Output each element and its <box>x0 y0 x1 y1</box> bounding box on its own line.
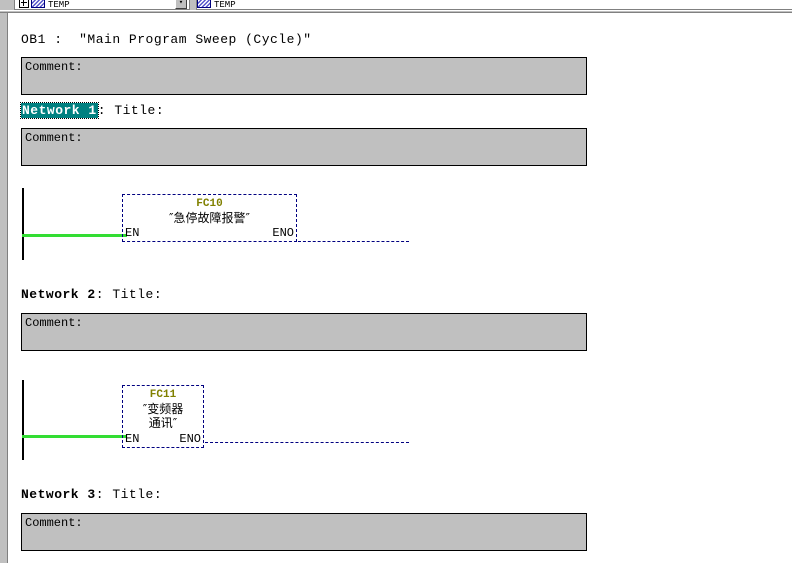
eno-output-wire-2[interactable] <box>205 442 409 443</box>
network-comment-box-3[interactable]: Comment: <box>21 513 587 551</box>
network-title-2[interactable]: Network 2 <box>21 287 96 302</box>
network-comment-text-1: Comment: <box>25 131 83 145</box>
fc-name-1: FC10 <box>196 198 223 210</box>
top-toolbar-strip: TEMP ▾ TEMP <box>0 0 792 10</box>
power-rail-2 <box>22 380 24 460</box>
fc-label-2-line1: ″变频器 <box>142 402 184 416</box>
fc-eno-pin-2[interactable]: ENO <box>179 432 201 446</box>
power-rail-1 <box>22 188 24 260</box>
network-header-3[interactable]: Network 3: Title: <box>21 487 162 502</box>
declaration-table-pane[interactable]: TEMP <box>196 0 792 10</box>
eno-output-wire-1[interactable] <box>298 241 409 242</box>
power-rung-1[interactable] <box>22 234 127 237</box>
fc-label-1: ″急停故障报警″ <box>169 211 250 225</box>
network-header-1[interactable]: Network 1: Title: <box>20 102 165 119</box>
power-rung-2[interactable] <box>22 435 127 438</box>
network-title-1[interactable]: Network 1 <box>20 102 99 119</box>
tree-expand-icon[interactable] <box>19 0 29 8</box>
fc-en-pin-2[interactable]: EN <box>125 432 140 446</box>
folder-icon <box>197 0 211 8</box>
network-title-3[interactable]: Network 3 <box>21 487 96 502</box>
fc-call-box-2[interactable]: FC11 ″变频器 通讯″ EN ENO <box>122 385 204 448</box>
block-comment-text: Comment: <box>25 60 83 74</box>
fc-call-box-1[interactable]: FC10 ″急停故障报警″ EN ENO <box>122 194 297 242</box>
network-subtitle-1[interactable]: : Title: <box>97 103 165 118</box>
ladder-editor-canvas[interactable]: OB1 : ″Main Program Sweep (Cycle)″ Comme… <box>9 14 792 563</box>
fc-name-2: FC11 <box>149 389 177 401</box>
window-frame-left <box>0 13 8 563</box>
network-subtitle-2[interactable]: : Title: <box>95 287 163 302</box>
table-pane-label: TEMP <box>214 0 236 10</box>
tree-pane-label: TEMP <box>48 0 70 10</box>
window-frame-top <box>0 10 792 13</box>
network-comment-text-3: Comment: <box>25 516 83 530</box>
network-header-2[interactable]: Network 2: Title: <box>21 287 162 302</box>
folder-icon <box>31 0 45 8</box>
block-title: OB1 : ″Main Program Sweep (Cycle)″ <box>21 32 312 47</box>
block-comment-box[interactable]: Comment: <box>21 57 587 95</box>
fc-label-2-line2: 通讯″ <box>148 416 178 430</box>
fc-eno-pin-1[interactable]: ENO <box>272 226 294 240</box>
declaration-tree-pane[interactable]: TEMP ▾ <box>14 0 190 10</box>
fc-en-pin-1[interactable]: EN <box>125 226 140 240</box>
network-comment-text-2: Comment: <box>25 316 83 330</box>
network-comment-box-1[interactable]: Comment: <box>21 128 587 166</box>
network-subtitle-3[interactable]: : Title: <box>95 487 163 502</box>
network-comment-box-2[interactable]: Comment: <box>21 313 587 351</box>
dropdown-arrow-icon[interactable]: ▾ <box>175 0 187 9</box>
